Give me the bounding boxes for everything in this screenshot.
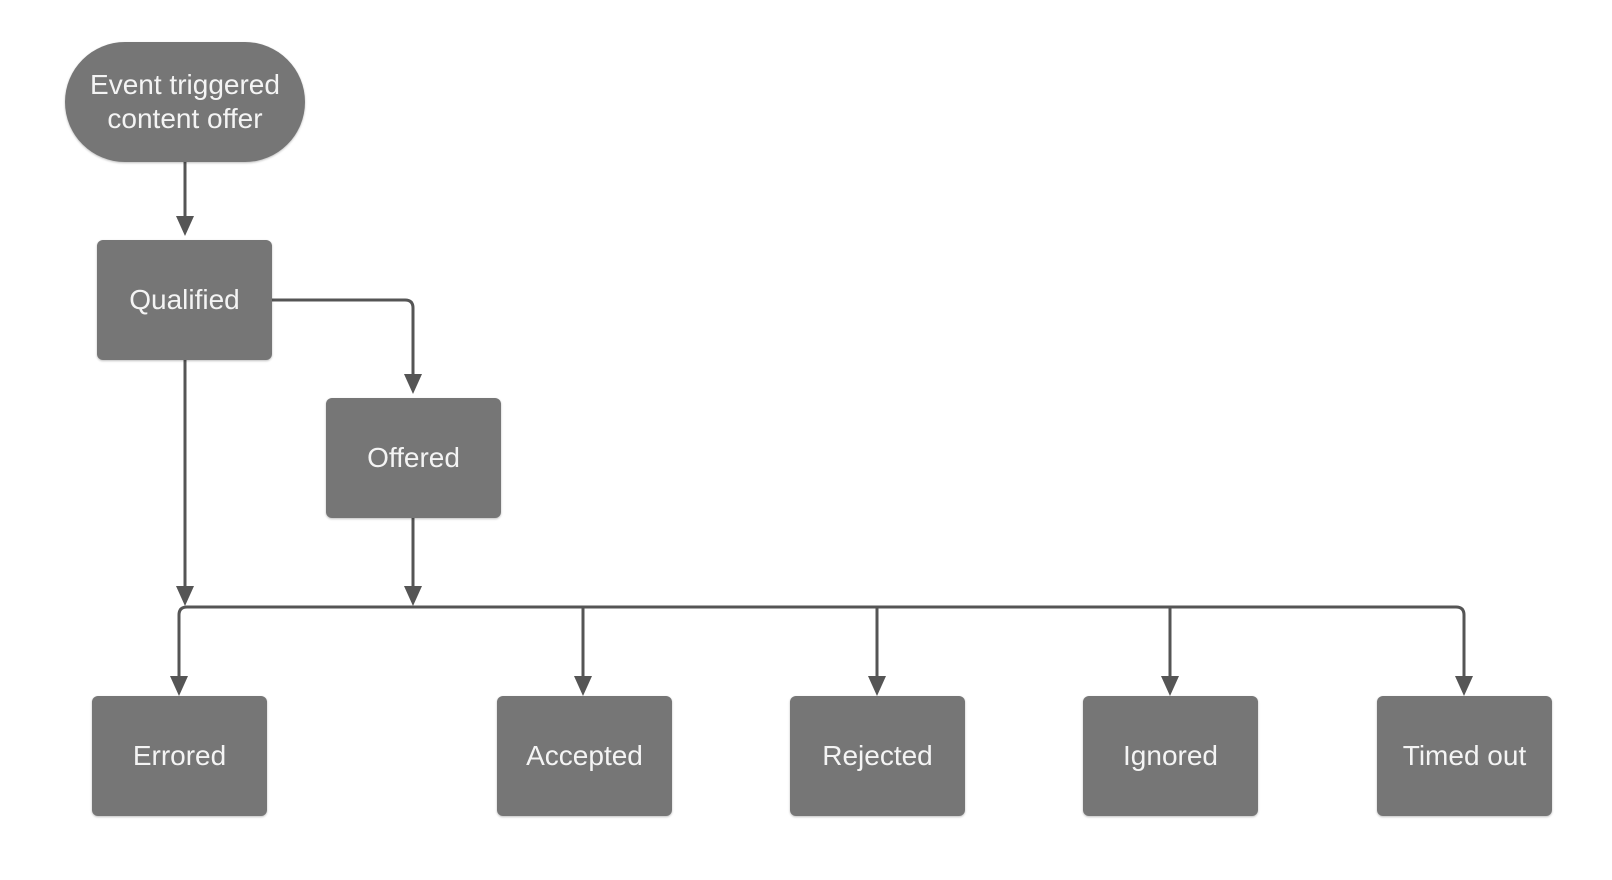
node-start-label: Event triggered content offer	[90, 68, 280, 134]
node-timed-out: Timed out	[1377, 696, 1552, 816]
arrowhead-errored	[170, 676, 188, 696]
arrowhead-rejected	[868, 676, 886, 696]
node-event-triggered-content-offer: Event triggered content offer	[65, 42, 305, 162]
node-timed-out-label: Timed out	[1402, 739, 1527, 771]
outcome-bus	[177, 605, 1466, 682]
arrowhead-offered-bus	[404, 586, 422, 606]
node-rejected: Rejected	[790, 696, 965, 816]
arrowhead-qualified	[176, 216, 194, 236]
node-errored: Errored	[92, 696, 267, 816]
node-offered-label: Offered	[367, 441, 460, 473]
node-offered: Offered	[326, 398, 501, 518]
edge-qualified-offered	[272, 298, 415, 378]
node-rejected-label: Rejected	[822, 739, 933, 771]
node-ignored: Ignored	[1083, 696, 1258, 816]
node-accepted: Accepted	[497, 696, 672, 816]
arrowhead-offered	[404, 374, 422, 394]
arrowhead-qualified-bus	[176, 586, 194, 606]
node-accepted-label: Accepted	[526, 739, 643, 771]
node-ignored-label: Ignored	[1123, 739, 1218, 771]
node-errored-label: Errored	[132, 739, 227, 771]
arrowhead-timed-out	[1455, 676, 1473, 696]
node-qualified: Qualified	[97, 240, 272, 360]
node-qualified-label: Qualified	[129, 283, 240, 315]
arrowhead-ignored	[1161, 676, 1179, 696]
arrowhead-accepted	[574, 676, 592, 696]
